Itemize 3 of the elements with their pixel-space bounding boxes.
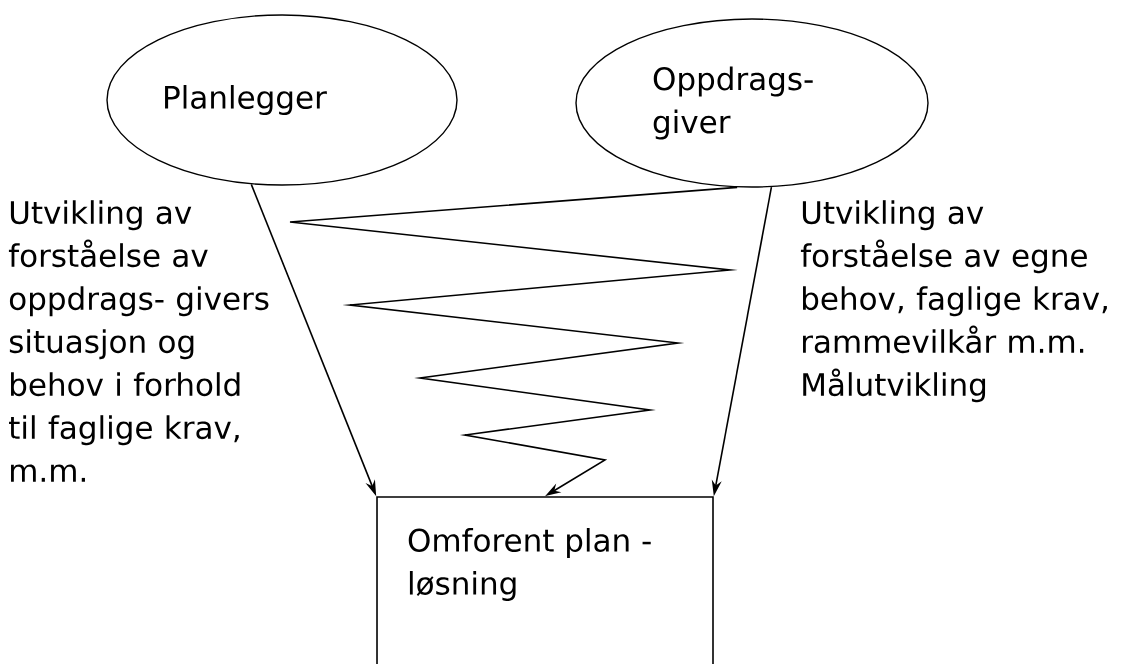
description-text: Utvikling av forståelse av oppdrags- givers situasjon og behov i forhold til faglige krav, m.m. [8, 200, 269, 482]
description-text: Utvikling av forståelse av egne behov, faglige krav, rammevilkår m.m. Målutvikling [800, 200, 1107, 403]
result-box: Omforent plan - løsning [376, 496, 714, 664]
